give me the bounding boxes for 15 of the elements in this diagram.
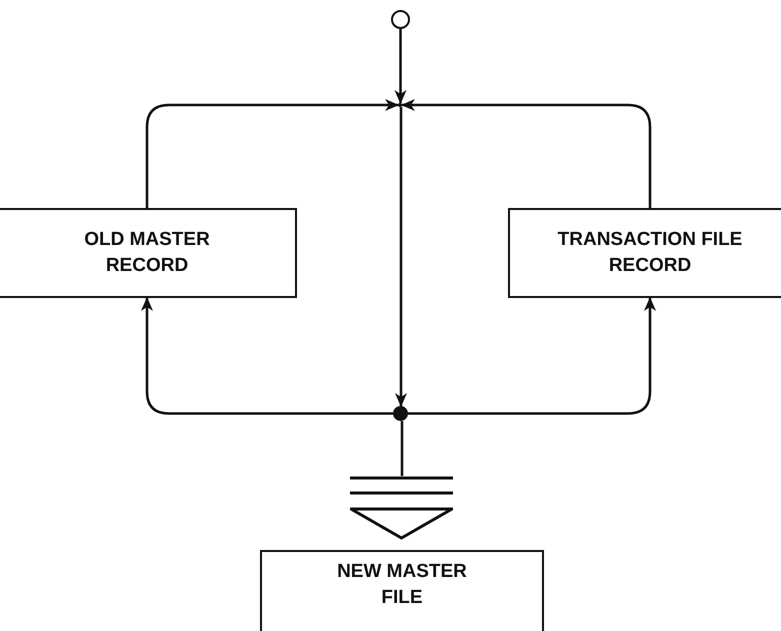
flow-arrow bbox=[395, 107, 407, 407]
flow-arrow bbox=[408, 297, 656, 415]
record-box bbox=[0, 208, 297, 298]
flow-arrow bbox=[141, 297, 393, 415]
record-box bbox=[508, 208, 781, 298]
junction-dot bbox=[393, 406, 408, 421]
box-label: NEW MASTER FILE bbox=[336, 560, 468, 610]
flow-arrow bbox=[394, 29, 406, 104]
box-label: TRANSACTION FILE RECORD bbox=[556, 228, 744, 278]
start-circle bbox=[391, 10, 410, 29]
record-box bbox=[260, 550, 544, 631]
flow-arrow bbox=[146, 99, 399, 208]
flow-arrow bbox=[401, 99, 652, 208]
box-label: OLD MASTER RECORD bbox=[83, 228, 211, 278]
junction-point bbox=[398, 103, 402, 107]
